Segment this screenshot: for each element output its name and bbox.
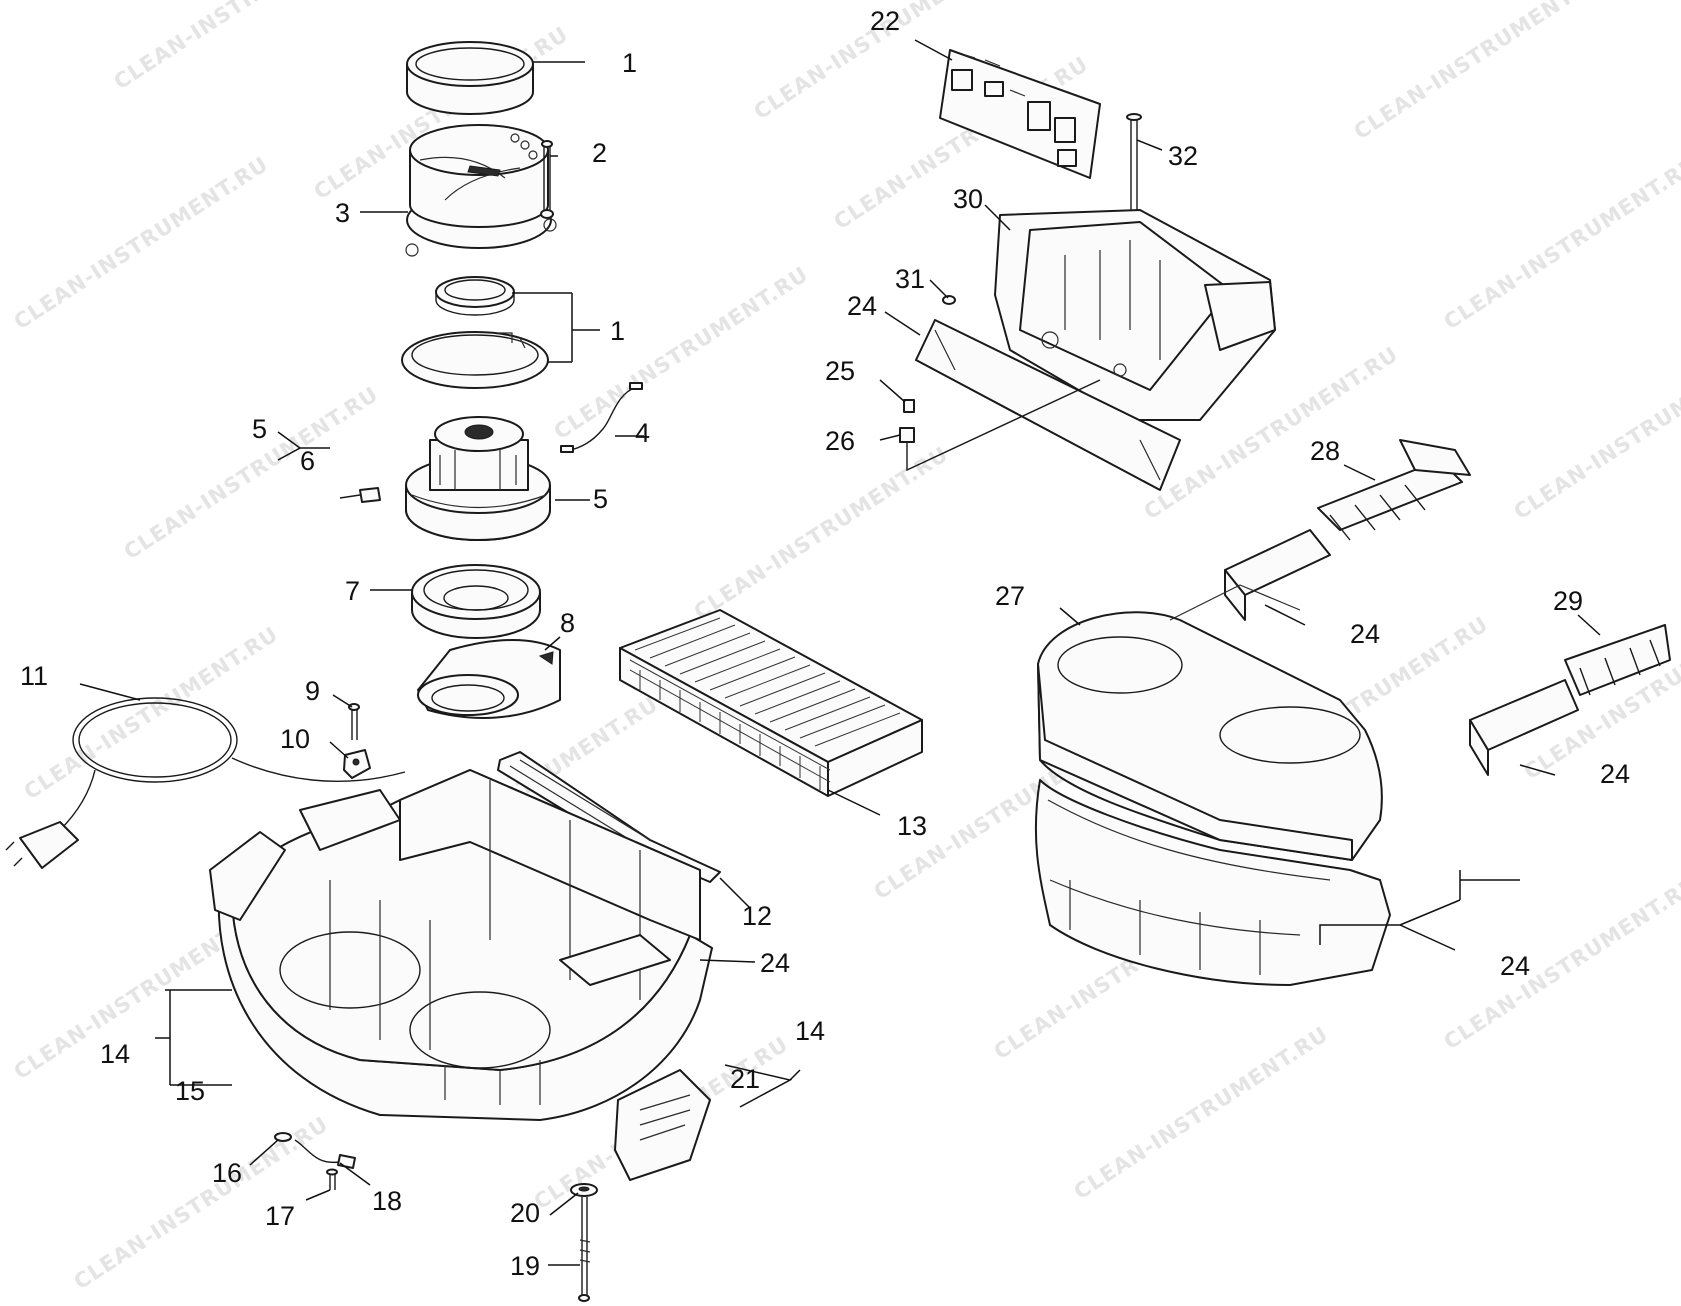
part-1-gasket-pair	[401, 276, 549, 389]
callout-20: 20	[510, 1198, 540, 1228]
part-26-clip	[899, 379, 1101, 472]
leader-lines	[79, 39, 1601, 1266]
callout-24: 24	[1600, 759, 1630, 789]
part-16-washer	[274, 1132, 292, 1142]
watermark: CLEAN-INSTRUMENT.RU	[10, 152, 273, 334]
duct-connector-upper	[1224, 529, 1331, 621]
callout-1: 1	[622, 48, 637, 78]
callout-29: 29	[1553, 586, 1583, 616]
part-1-top-ring	[406, 41, 534, 115]
callout-5: 5	[252, 414, 267, 444]
part-32-long-screw	[1126, 113, 1142, 212]
callout-28: 28	[1310, 436, 1340, 466]
part-17-screw	[326, 1168, 338, 1190]
callout-19: 19	[510, 1251, 540, 1281]
callout-31: 31	[895, 264, 925, 294]
part-22-circuit-board	[939, 49, 1101, 179]
part-8-cover	[417, 639, 561, 719]
callout-labels: 1 2 3 1 4 5 6 5 7 8 9 10 11 12 13 14 15 …	[20, 6, 1630, 1281]
callout-5: 5	[593, 484, 608, 514]
part-27-housing	[1037, 584, 1383, 861]
part-13-pleated-filter	[619, 609, 923, 797]
callout-30: 30	[953, 184, 983, 214]
part-10-clip	[343, 749, 371, 779]
duct-connector-lower	[1469, 679, 1579, 776]
callout-7: 7	[345, 576, 360, 606]
watermark: CLEAN-INSTRUMENT.RU	[1070, 1022, 1333, 1204]
callout-11: 11	[20, 661, 48, 691]
watermark: CLEAN-INSTRUMENT.RU	[110, 0, 373, 94]
callout-8: 8	[560, 608, 575, 638]
part-5-motor	[405, 416, 551, 541]
watermark: CLEAN-INSTRUMENT.RU	[1440, 152, 1681, 334]
watermark: CLEAN-INSTRUMENT.RU	[1350, 0, 1613, 144]
callout-26: 26	[825, 426, 855, 456]
part-14-base-housing	[209, 769, 713, 1121]
watermark-layer: CLEAN-INSTRUMENT.RU CLEAN-INSTRUMENT.RU …	[10, 0, 1681, 1294]
watermark: CLEAN-INSTRUMENT.RU	[1510, 342, 1681, 524]
part-3-motor-cover	[405, 124, 557, 257]
part-28-cage	[1317, 439, 1471, 541]
part-9-screw	[348, 703, 360, 740]
part-21-handle	[614, 1069, 711, 1181]
part-7-ring	[411, 564, 541, 639]
part-25-pin	[903, 399, 915, 413]
callout-18: 18	[372, 1186, 402, 1216]
watermark: CLEAN-INSTRUMENT.RU	[550, 262, 813, 444]
callout-24: 24	[1350, 619, 1380, 649]
part-24-base-plate	[1034, 779, 1391, 986]
callout-24: 24	[1500, 951, 1530, 981]
part-30-chassis	[994, 209, 1276, 421]
callout-14: 14	[795, 1016, 825, 1046]
callout-24: 24	[760, 948, 790, 978]
part-6-brush	[339, 487, 381, 503]
part-19-bolt	[578, 1197, 591, 1302]
callout-27: 27	[995, 581, 1025, 611]
part-20-cap	[570, 1183, 598, 1197]
callout-16: 16	[212, 1158, 242, 1188]
callout-14: 14	[100, 1039, 130, 1069]
callout-6: 6	[300, 446, 315, 476]
callout-1: 1	[610, 316, 625, 346]
callout-17: 17	[265, 1201, 295, 1231]
part-29-cage	[1564, 624, 1671, 696]
part-4-cable	[560, 382, 643, 453]
watermark: CLEAN-INSTRUMENT.RU	[120, 382, 383, 564]
callout-15: 15	[175, 1076, 205, 1106]
watermark: CLEAN-INSTRUMENT.RU	[690, 442, 953, 624]
callout-9: 9	[305, 676, 320, 706]
callout-13: 13	[897, 811, 927, 841]
watermark: CLEAN-INSTRUMENT.RU	[1440, 872, 1681, 1054]
part-31-nut	[942, 295, 956, 305]
callout-32: 32	[1168, 141, 1198, 171]
callout-3: 3	[335, 198, 350, 228]
callout-24: 24	[847, 291, 877, 321]
callout-12: 12	[742, 901, 772, 931]
callout-25: 25	[825, 356, 855, 386]
part-11-power-cord	[5, 697, 406, 869]
callout-4: 4	[635, 418, 650, 448]
callout-10: 10	[280, 724, 310, 754]
callout-21: 21	[730, 1064, 760, 1094]
callout-2: 2	[592, 138, 607, 168]
part-2-screw	[540, 140, 554, 219]
part-12-grid-strip	[497, 751, 721, 883]
callout-22: 22	[870, 6, 900, 36]
